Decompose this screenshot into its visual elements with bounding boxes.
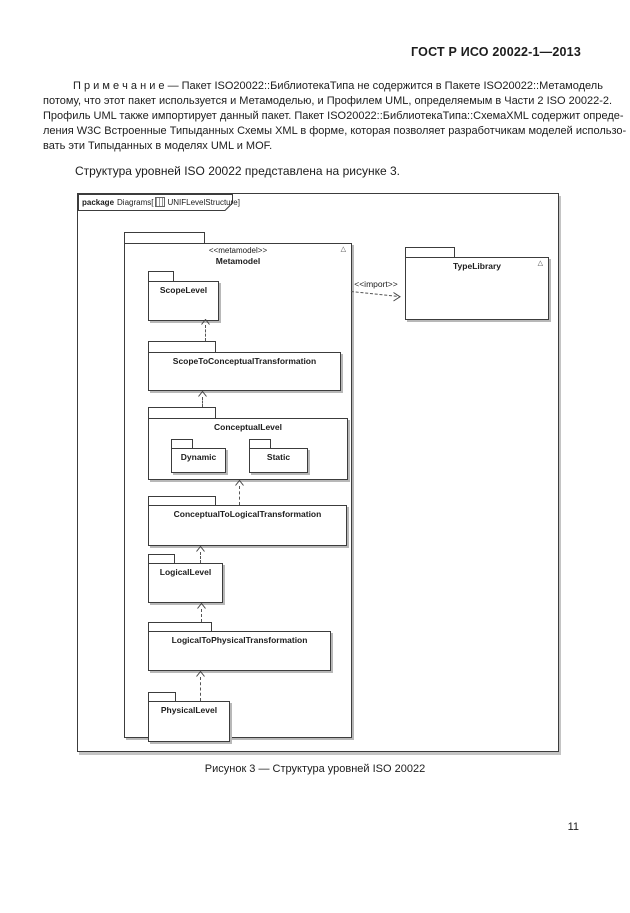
package-logicaltophysical-tab bbox=[148, 622, 212, 632]
package-dynamic-tab bbox=[171, 439, 193, 449]
package-name-dynamic: Dynamic bbox=[180, 452, 217, 462]
package-conceptuallevel: ConceptualLevel Dynamic Static bbox=[148, 418, 348, 480]
import-arrowhead-icon bbox=[393, 292, 401, 302]
figure-caption: Рисунок 3 — Структура уровней ISO 20022 bbox=[204, 763, 426, 775]
dependency-arrow bbox=[201, 319, 210, 341]
note-line: Профиль UML также импортирует данный пак… bbox=[43, 110, 624, 122]
package-keyword: package bbox=[82, 197, 115, 207]
package-name-static: Static bbox=[266, 452, 291, 462]
diagram-icon bbox=[155, 197, 166, 207]
stereotype-label: <<metamodel>> bbox=[208, 246, 268, 255]
package-conceptuallevel-tab bbox=[148, 407, 216, 419]
note-line: потому, что этот пакет используется и Ме… bbox=[43, 95, 613, 107]
tab-bracket-close: ] bbox=[237, 197, 240, 207]
package-name-logicaltophysical: LogicalToPhysicalTransformation bbox=[171, 635, 308, 645]
package-conceptualtological-tab bbox=[148, 496, 216, 506]
package-name-logicallevel: LogicalLevel bbox=[159, 567, 212, 577]
frame-tab: package Diagrams[ UNIFLevelStructure ] bbox=[78, 194, 240, 211]
package-name-conceptuallevel: ConceptualLevel bbox=[213, 422, 283, 432]
note-paragraph: П р и м е ч а н и е — Пакет ISO20022::Би… bbox=[43, 79, 627, 154]
package-typelibrary: TypeLibrary △ bbox=[405, 257, 549, 320]
expand-triangle-icon: △ bbox=[340, 246, 346, 253]
package-static-tab bbox=[249, 439, 271, 449]
package-scopetoconceptual: ScopeToConceptualTransformation bbox=[148, 352, 341, 391]
package-name-scopetoconceptual: ScopeToConceptualTransformation bbox=[172, 356, 317, 366]
package-typelibrary-tab bbox=[405, 247, 455, 258]
package-scopelevel-tab bbox=[148, 271, 174, 282]
dependency-arrowhead-icon bbox=[197, 603, 206, 609]
note-line: ления W3C Встроенные Типыданных Схемы XM… bbox=[43, 125, 627, 137]
page-number: 11 bbox=[567, 821, 579, 833]
intro-text: Структура уровней ISO 20022 представлена… bbox=[75, 164, 400, 178]
page-header: ГОСТ Р ИСО 20022-1—2013 bbox=[411, 45, 581, 59]
dependency-arrow bbox=[235, 480, 244, 505]
package-metamodel-tab bbox=[124, 232, 205, 244]
package-physicallevel: PhysicalLevel bbox=[148, 701, 230, 742]
package-name-physicallevel: PhysicalLevel bbox=[160, 705, 218, 715]
note-line: П р и м е ч а н и е — Пакет ISO20022::Би… bbox=[73, 80, 603, 92]
frame-tab-text: package Diagrams[ UNIFLevelStructure ] bbox=[82, 195, 240, 209]
import-arrow-line bbox=[350, 291, 397, 297]
dependency-arrow bbox=[198, 391, 207, 407]
dependency-arrowhead-icon bbox=[235, 480, 244, 486]
package-name-metamodel: Metamodel bbox=[215, 256, 261, 266]
note-line: вать эти Типыданных в моделях UML и MOF. bbox=[43, 140, 273, 152]
figure-frame: package Diagrams[ UNIFLevelStructure ] <… bbox=[77, 193, 559, 752]
dependency-arrow bbox=[197, 603, 206, 622]
dependency-arrow bbox=[196, 671, 205, 701]
package-logicaltophysical: LogicalToPhysicalTransformation bbox=[148, 631, 331, 671]
package-name-conceptualtological: ConceptualToLogicalTransformation bbox=[173, 509, 322, 519]
dependency-arrowhead-icon bbox=[196, 671, 205, 677]
import-label: <<import>> bbox=[354, 279, 398, 289]
package-conceptualtological: ConceptualToLogicalTransformation bbox=[148, 505, 347, 546]
package-name-typelibrary: TypeLibrary bbox=[452, 261, 502, 271]
dependency-arrowhead-icon bbox=[198, 391, 207, 397]
package-name-scopelevel: ScopeLevel bbox=[159, 285, 208, 295]
package-scopetoconceptual-tab bbox=[148, 341, 216, 353]
dependency-arrowhead-icon bbox=[201, 319, 210, 325]
expand-triangle-icon: △ bbox=[537, 260, 543, 267]
package-static: Static bbox=[249, 448, 308, 473]
package-logicallevel: LogicalLevel bbox=[148, 563, 223, 603]
tab-context-label: Diagrams[ bbox=[117, 197, 154, 207]
package-scopelevel: ScopeLevel bbox=[148, 281, 219, 321]
package-logicallevel-tab bbox=[148, 554, 175, 564]
dependency-arrow bbox=[196, 546, 205, 563]
package-dynamic: Dynamic bbox=[171, 448, 226, 473]
package-physicallevel-tab bbox=[148, 692, 176, 702]
tab-diagram-name: UNIFLevelStructure bbox=[167, 197, 238, 207]
dependency-arrowhead-icon bbox=[196, 546, 205, 552]
